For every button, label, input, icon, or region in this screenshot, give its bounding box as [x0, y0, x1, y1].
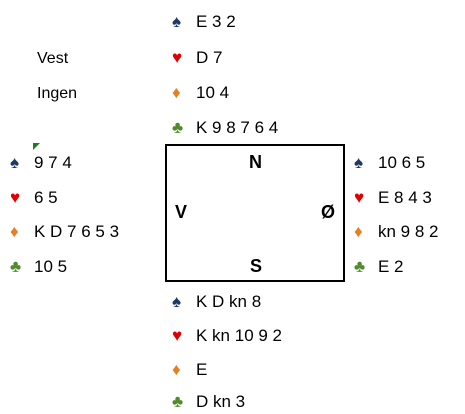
east-diamonds: ♦ kn 9 8 2	[354, 220, 439, 244]
dealer-label: Vest	[37, 50, 69, 67]
diamond-icon: ♦	[354, 222, 363, 241]
west-hearts-cards: 6 5	[34, 188, 58, 207]
diamond-icon: ♦	[172, 360, 181, 379]
north-clubs-cards: K 9 8 7 6 4	[196, 118, 279, 137]
west-clubs-cards: 10 5	[34, 257, 68, 276]
south-spades-cards: K D kn 8	[196, 292, 262, 311]
spade-icon: ♠	[172, 12, 182, 31]
north-diamonds: ♦ 10 4	[172, 81, 229, 105]
east-hearts: ♥ E 8 4 3	[354, 186, 432, 210]
west-spades: ♠ 9 7 4	[10, 151, 72, 175]
spade-icon: ♠	[354, 153, 364, 172]
diamond-icon: ♦	[172, 83, 181, 102]
south-clubs: ♣ D kn 3	[172, 390, 245, 414]
spade-icon: ♠	[10, 153, 20, 172]
west-clubs: ♣ 10 5	[10, 255, 67, 279]
corner-marker	[33, 143, 40, 150]
spade-icon: ♠	[172, 292, 182, 311]
compass-south: S	[250, 256, 263, 276]
club-icon: ♣	[354, 257, 366, 276]
east-diamonds-cards: kn 9 8 2	[378, 222, 439, 241]
east-hearts-cards: E 8 4 3	[378, 188, 432, 207]
west-spades-cards: 9 7 4	[34, 153, 72, 172]
heart-icon: ♥	[354, 188, 365, 207]
east-clubs-cards: E 2	[378, 257, 404, 276]
east-spades-cards: 10 6 5	[378, 153, 426, 172]
heart-icon: ♥	[172, 326, 183, 345]
north-hearts: ♥ D 7	[172, 46, 222, 70]
west-hearts: ♥ 6 5	[10, 186, 58, 210]
compass-west: V	[175, 202, 188, 222]
south-diamonds-cards: E	[196, 360, 208, 379]
bridge-table: N V Ø S	[165, 144, 345, 282]
north-hearts-cards: D 7	[196, 48, 223, 67]
east-clubs: ♣ E 2	[354, 255, 404, 279]
diamond-icon: ♦	[10, 222, 19, 241]
north-spades: ♠ E 3 2	[172, 10, 236, 34]
club-icon: ♣	[10, 257, 22, 276]
heart-icon: ♥	[172, 48, 183, 67]
south-spades: ♠ K D kn 8	[172, 290, 261, 314]
west-diamonds: ♦ K D 7 6 5 3	[10, 220, 119, 244]
club-icon: ♣	[172, 118, 184, 137]
club-icon: ♣	[172, 392, 184, 411]
south-clubs-cards: D kn 3	[196, 392, 246, 411]
vulnerability-label: Ingen	[37, 85, 78, 102]
compass-east: Ø	[321, 202, 336, 222]
heart-icon: ♥	[10, 188, 21, 207]
east-spades: ♠ 10 6 5	[354, 151, 425, 175]
south-hearts: ♥ K kn 10 9 2	[172, 324, 282, 348]
west-diamonds-cards: K D 7 6 5 3	[34, 222, 120, 241]
south-diamonds: ♦E	[172, 358, 207, 382]
compass-north: N	[249, 152, 262, 172]
north-clubs: ♣ K 9 8 7 6 4	[172, 116, 278, 140]
north-spades-cards: E 3 2	[196, 12, 236, 31]
north-diamonds-cards: 10 4	[196, 83, 230, 102]
south-hearts-cards: K kn 10 9 2	[196, 326, 283, 345]
